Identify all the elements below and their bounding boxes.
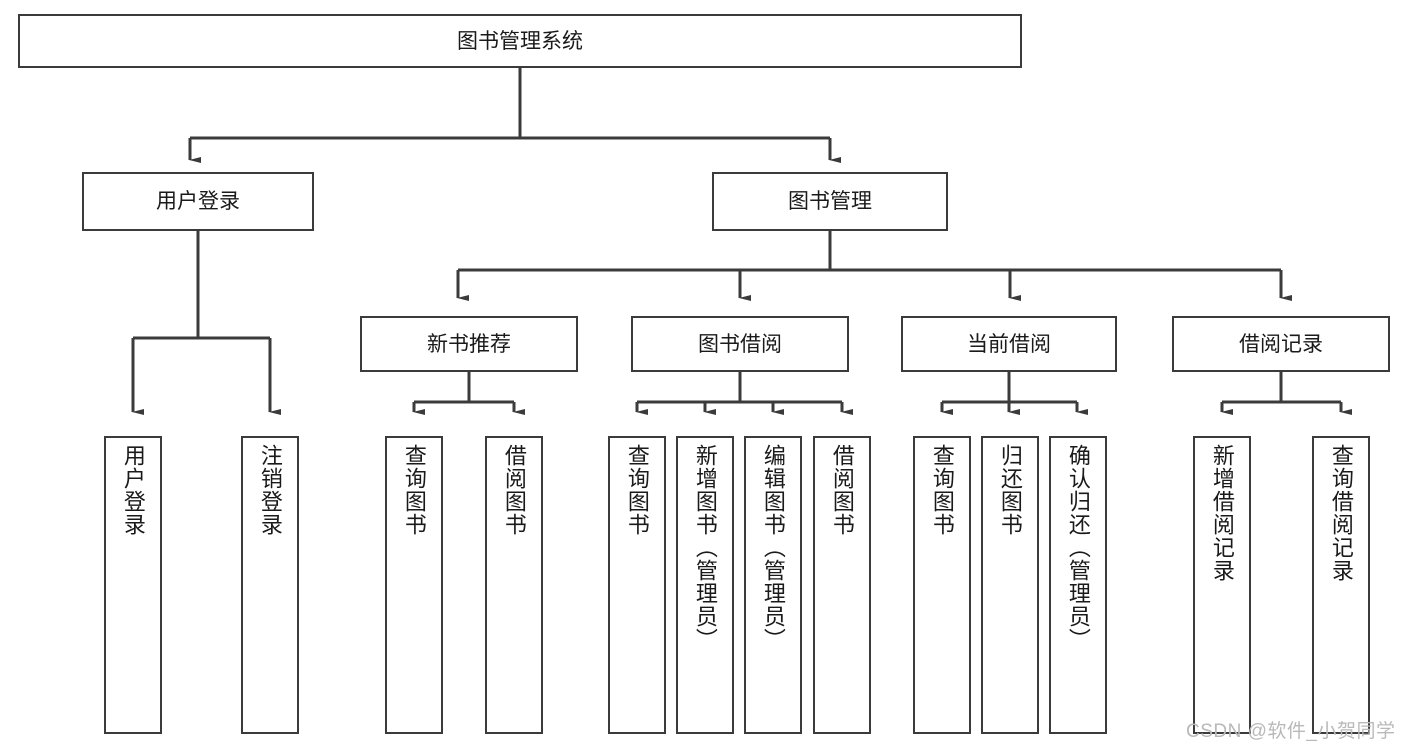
leaf-borrow-borrow-book[interactable]: 借阅图书 xyxy=(813,436,871,734)
node-label: 借阅记录 xyxy=(1239,332,1323,356)
leaf-current-query-book[interactable]: 查询图书 xyxy=(913,436,971,734)
node-label: 借阅图书 xyxy=(829,444,855,536)
node-current-borrow[interactable]: 当前借阅 xyxy=(901,316,1117,372)
node-user-login[interactable]: 用户登录 xyxy=(82,172,314,231)
node-book-management[interactable]: 图书管理 xyxy=(712,172,948,231)
node-label: 归还图书 xyxy=(997,444,1023,536)
node-label: 图书借阅 xyxy=(698,332,782,356)
node-label: 查询图书 xyxy=(929,444,955,536)
watermark: CSDN @软件_小贺同学 xyxy=(1186,721,1396,742)
leaf-user-login-logout[interactable]: 注销登录 xyxy=(241,436,299,734)
node-label: 图书管理系统 xyxy=(457,29,583,53)
node-label: 新增借阅记录 xyxy=(1209,444,1235,582)
leaf-record-add-record[interactable]: 新增借阅记录 xyxy=(1193,436,1251,734)
leaf-recommend-borrow-book[interactable]: 借阅图书 xyxy=(485,436,543,734)
leaf-user-login-login[interactable]: 用户登录 xyxy=(104,436,162,734)
leaf-recommend-query-book[interactable]: 查询图书 xyxy=(385,436,443,734)
leaf-borrow-add-book-admin[interactable]: 新增图书（管理员） xyxy=(676,436,734,734)
leaf-current-return-book[interactable]: 归还图书 xyxy=(981,436,1039,734)
node-label: 编辑图书（管理员） xyxy=(760,444,786,651)
leaf-borrow-query-book[interactable]: 查询图书 xyxy=(608,436,666,734)
node-label: 用户登录 xyxy=(156,190,240,213)
leaf-record-query-record[interactable]: 查询借阅记录 xyxy=(1312,436,1370,734)
node-label: 确认归还（管理员） xyxy=(1065,444,1091,651)
node-label: 查询图书 xyxy=(624,444,650,536)
leaf-current-confirm-return-admin[interactable]: 确认归还（管理员） xyxy=(1049,436,1107,734)
node-label: 查询借阅记录 xyxy=(1328,444,1354,582)
node-label: 借阅图书 xyxy=(501,444,527,536)
leaf-borrow-edit-book-admin[interactable]: 编辑图书（管理员） xyxy=(744,436,802,734)
node-borrow-record[interactable]: 借阅记录 xyxy=(1172,316,1390,372)
node-label: 查询图书 xyxy=(401,444,427,536)
node-label: 图书管理 xyxy=(788,190,872,213)
node-new-book-recommend[interactable]: 新书推荐 xyxy=(360,316,578,372)
node-label: 新书推荐 xyxy=(427,332,511,356)
node-label: 注销登录 xyxy=(257,444,283,536)
node-label: 当前借阅 xyxy=(967,332,1051,356)
node-root-book-management-system[interactable]: 图书管理系统 xyxy=(18,14,1022,68)
node-label: 用户登录 xyxy=(120,444,146,536)
node-label: 新增图书（管理员） xyxy=(692,444,718,651)
node-book-borrow[interactable]: 图书借阅 xyxy=(631,316,849,372)
